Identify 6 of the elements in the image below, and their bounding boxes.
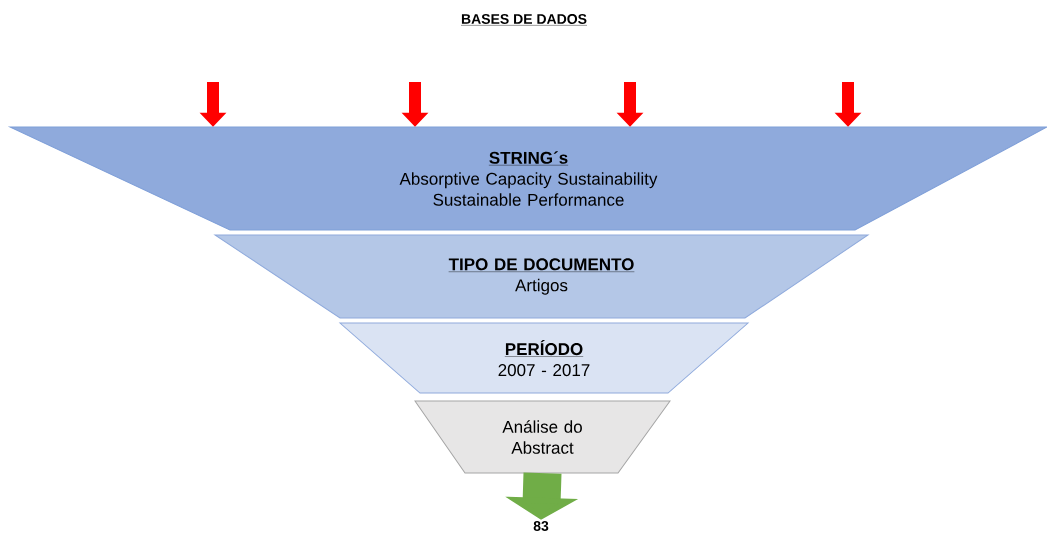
heading: BASES DE DADOS: [460, 14, 588, 26]
funnel-stage: PERÍODO 2007 - 2017: [339, 322, 749, 394]
count-label: 83: [533, 521, 549, 531]
funnel-stage: Análise do Abstract: [414, 400, 671, 474]
funnel-stage: TIPO DE DOCUMENTO Artigos: [214, 234, 869, 319]
funnel-stage: STRING´s Absorptive Capacity Sustainability Sustainable Performance: [9, 126, 1047, 231]
